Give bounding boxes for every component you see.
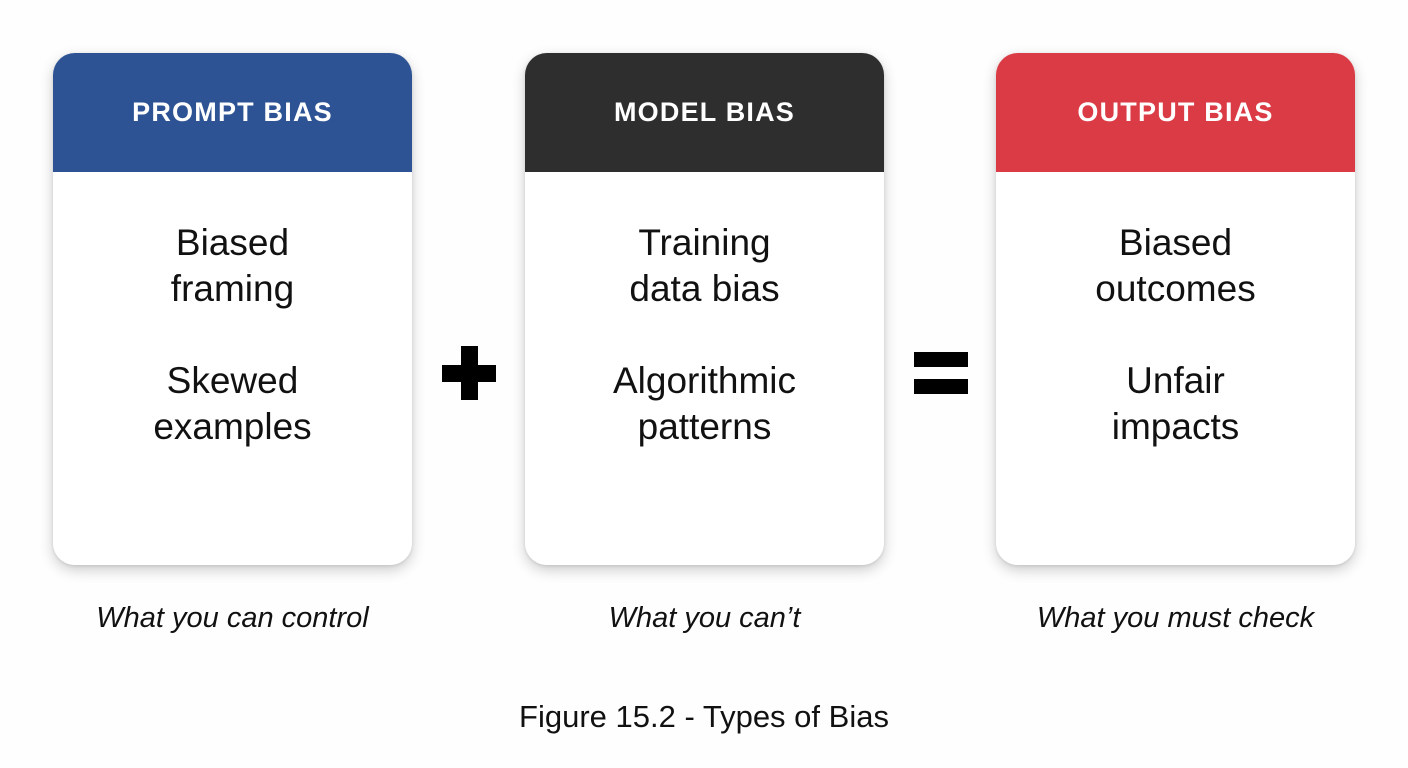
plus-operator (412, 335, 525, 411)
plus-icon (441, 346, 496, 400)
card-item-biased-framing: Biased framing (170, 222, 295, 309)
card-body-prompt-bias: Biased framing Skewed examples (53, 172, 412, 565)
card-item-unfair-impacts: Unfair impacts (1111, 360, 1240, 447)
card-caption-prompt-bias: What you can control (96, 602, 369, 634)
card-caption-output-bias: What you must check (1036, 602, 1315, 634)
bias-card-row: PROMPT BIAS Biased framing Skewed exampl… (0, 53, 1408, 565)
card-caption-row: What you can control What you can’t What… (0, 596, 1408, 644)
equals-icon (913, 352, 968, 394)
card-header-model-bias: MODEL BIAS (525, 53, 884, 172)
card-header-output-bias: OUTPUT BIAS (996, 53, 1355, 172)
bias-card-prompt-bias: PROMPT BIAS Biased framing Skewed exampl… (53, 53, 412, 565)
card-body-model-bias: Training data bias Algorithmic patterns (525, 172, 884, 565)
card-item-algorithmic-patterns: Algorithmic patterns (613, 360, 796, 447)
card-header-prompt-bias: PROMPT BIAS (53, 53, 412, 172)
bias-card-model-bias: MODEL BIAS Training data bias Algorithmi… (525, 53, 884, 565)
equals-operator (884, 335, 997, 411)
card-item-skewed-examples: Skewed examples (153, 360, 312, 447)
card-caption-model-bias: What you can’t (608, 602, 801, 634)
card-item-biased-outcomes: Biased outcomes (1095, 222, 1256, 309)
bias-card-output-bias: OUTPUT BIAS Biased outcomes Unfair impac… (996, 53, 1355, 565)
card-body-output-bias: Biased outcomes Unfair impacts (996, 172, 1355, 565)
card-item-training-data-bias: Training data bias (629, 222, 780, 309)
figure-caption: Figure 15.2 - Types of Bias (519, 699, 889, 734)
